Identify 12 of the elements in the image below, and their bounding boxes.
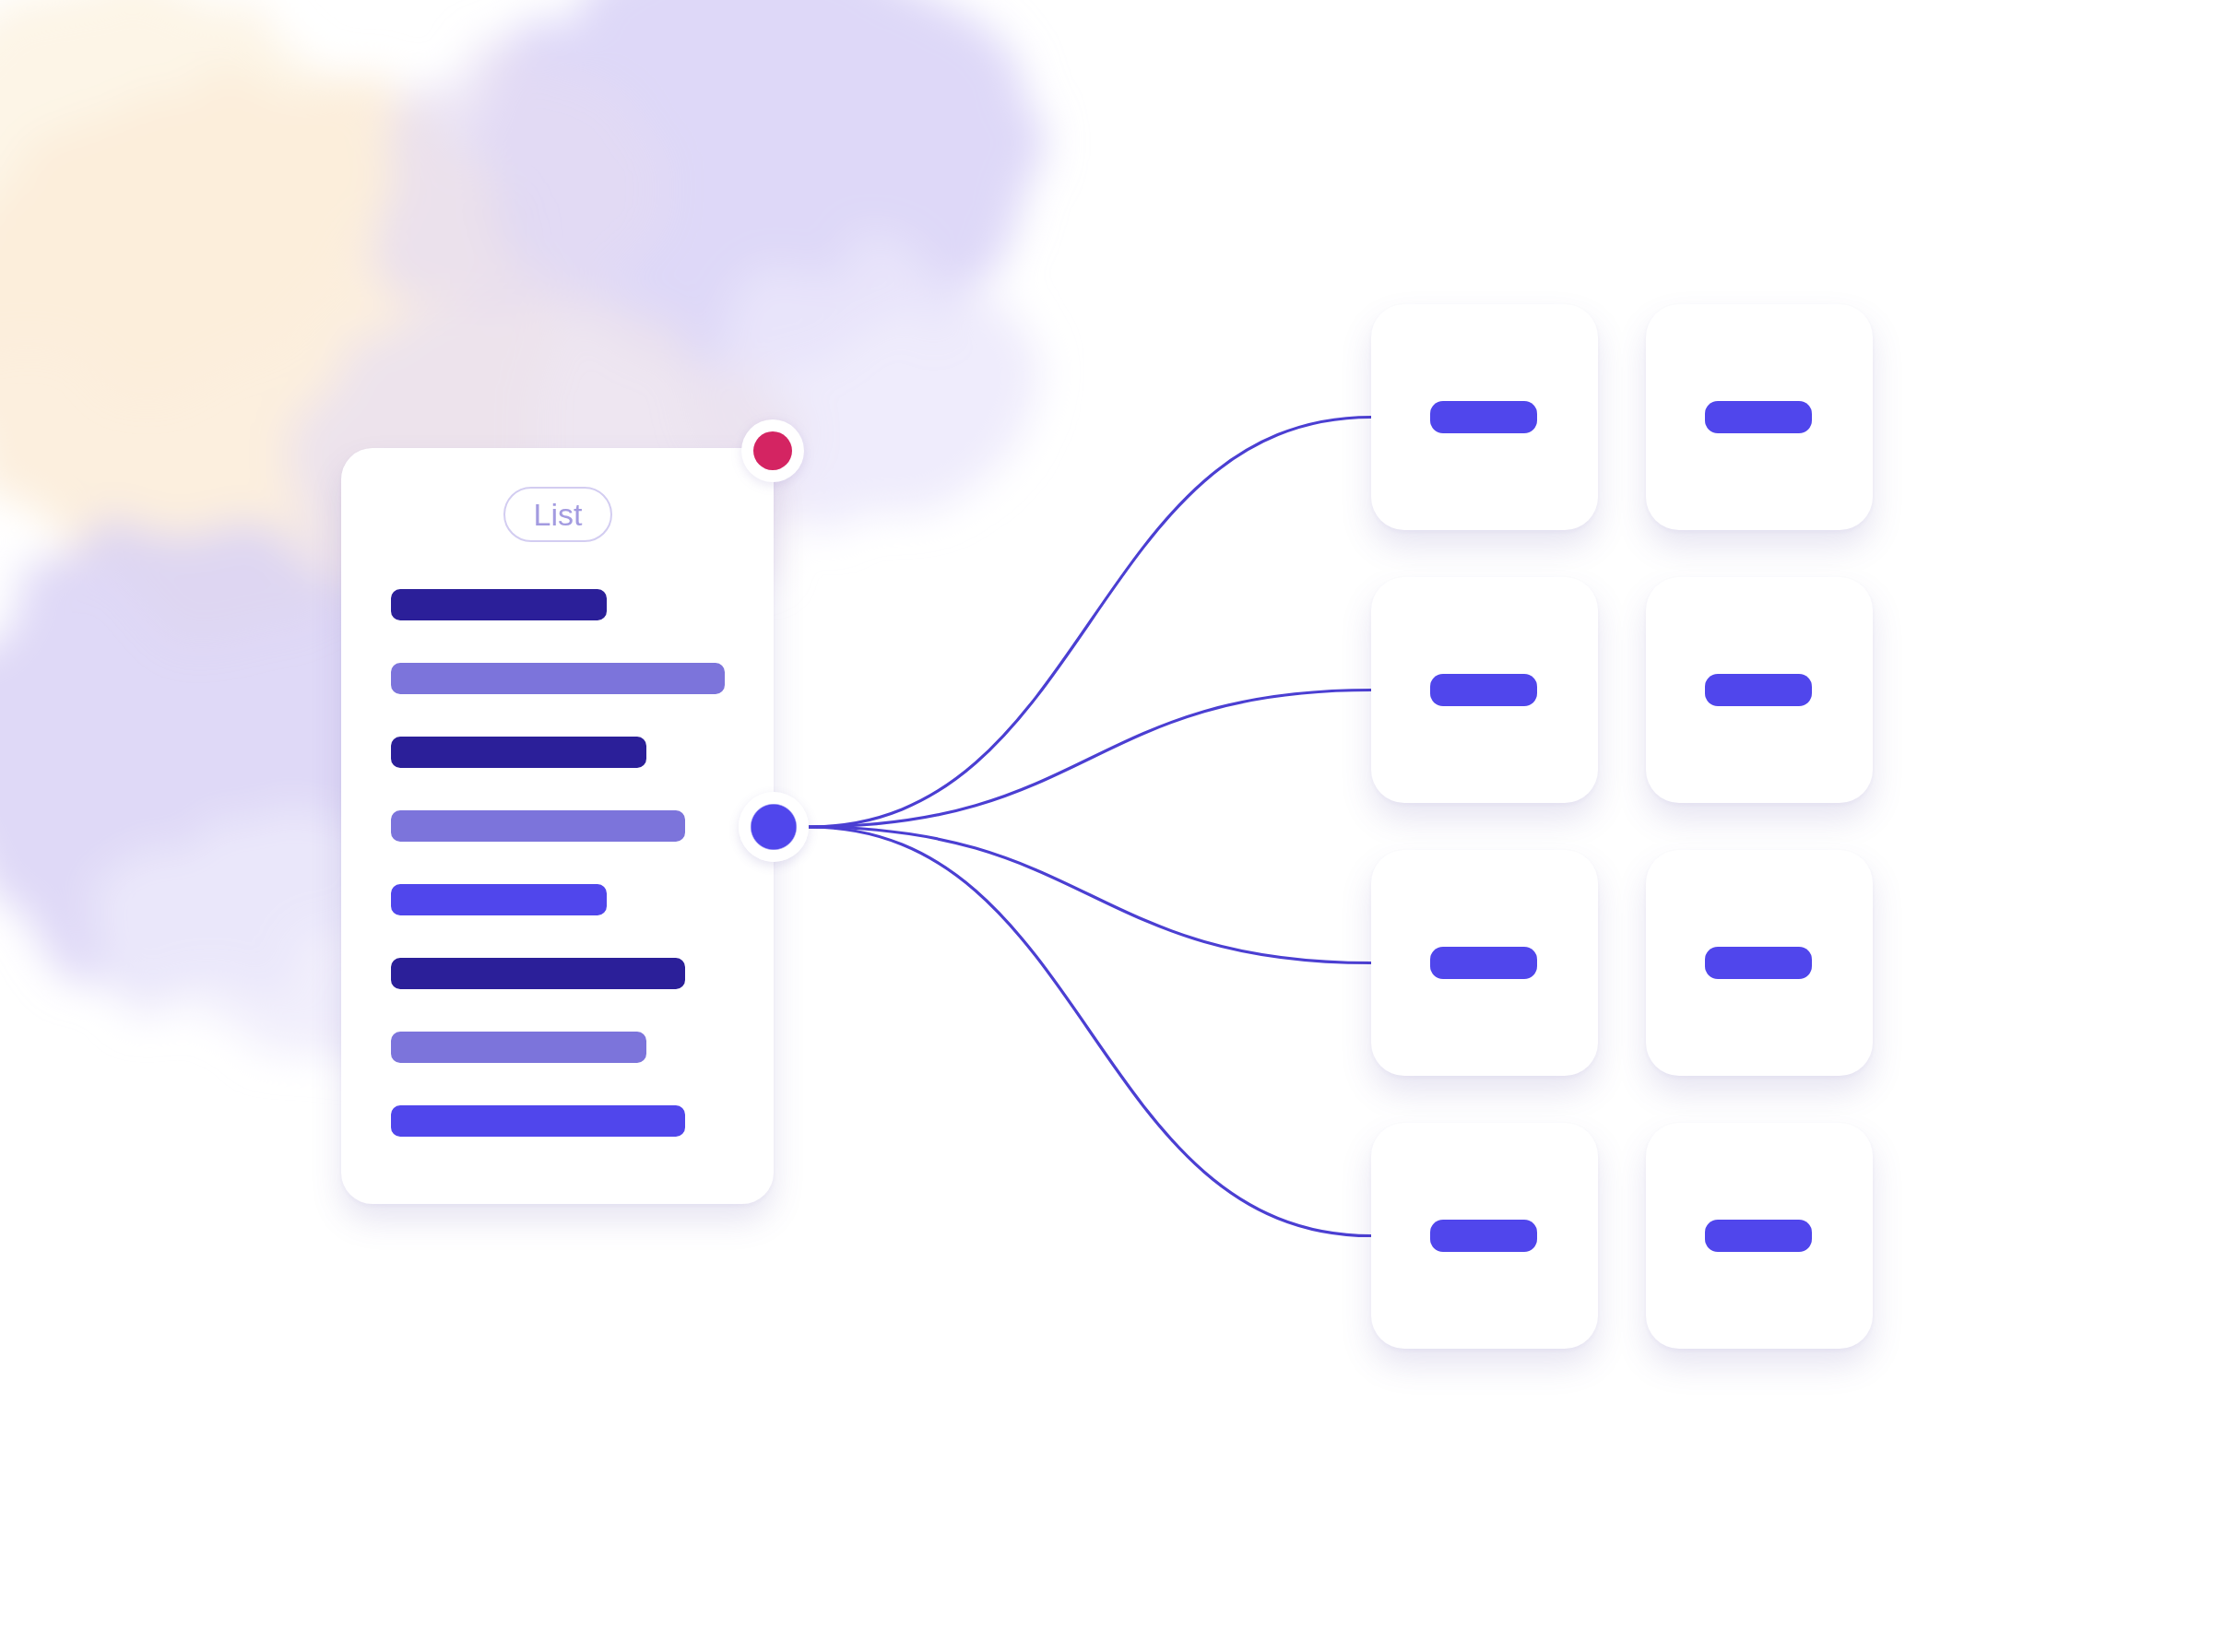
tile-card (1646, 304, 1873, 530)
connector-line (808, 825, 1372, 1238)
connector-dot (739, 792, 809, 862)
tile-card (1646, 850, 1873, 1076)
tile-card (1371, 577, 1598, 803)
tile-card (1646, 1123, 1873, 1349)
tile-card (1371, 1123, 1598, 1349)
tile-card (1371, 850, 1598, 1076)
tile-card (1371, 304, 1598, 530)
list-card (341, 448, 774, 1204)
list-title-tag: List (503, 487, 612, 542)
tile-card (1646, 577, 1873, 803)
